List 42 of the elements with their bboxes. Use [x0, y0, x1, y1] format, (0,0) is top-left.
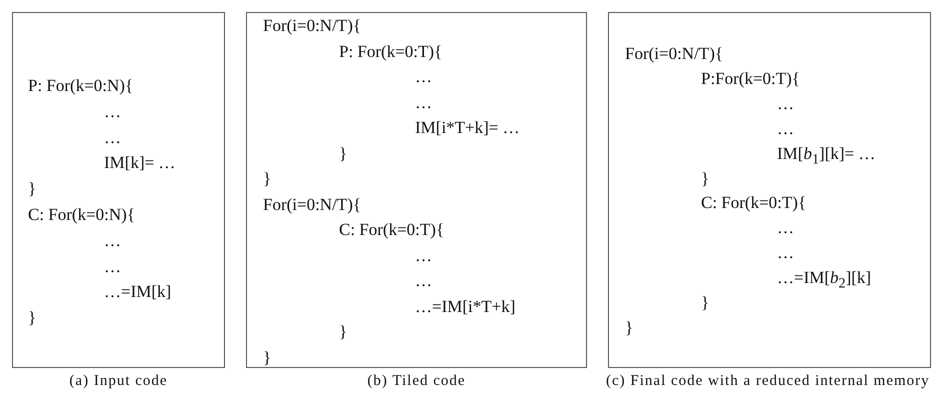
code-panel: [608, 12, 931, 368]
code-line: IM[k]= …: [104, 153, 176, 174]
code-line: …: [777, 218, 794, 238]
code-line: }: [701, 168, 710, 188]
code-line: For(i=0:N/T){: [263, 194, 362, 214]
code-line: For(i=0:N/T){: [263, 16, 362, 36]
code-line: P: For(k=0:T){: [339, 42, 442, 62]
code-line: C: For(k=0:N){: [28, 205, 135, 225]
code-line: …: [777, 94, 794, 114]
code-line: }: [263, 169, 272, 189]
code-line: …=IM[k]: [104, 282, 172, 302]
code-line: P:For(k=0:T){: [701, 68, 800, 89]
code-line: C: For(k=0:T){: [339, 220, 444, 240]
code-line: }: [28, 179, 36, 200]
code-line: }: [339, 322, 348, 342]
panel-label: (c) Final code with a reduced internal memory: [606, 372, 931, 391]
code-line: P: For(k=0:N){: [28, 76, 134, 96]
code-line: …=IM[i*T+k]: [415, 296, 516, 316]
code-line: …: [777, 243, 794, 264]
code-line: C: For(k=0:T){: [701, 193, 806, 214]
code-line: …: [415, 67, 432, 87]
code-line: }: [263, 348, 272, 368]
code-line: …: [415, 271, 432, 291]
code-line: …: [415, 246, 432, 266]
code-line: …=IM[b$_{2}$][k]: [777, 268, 872, 294]
code-line: IM[b$_{1}$][k]= …: [777, 144, 876, 169]
code-line: }: [625, 318, 634, 338]
code-line: …: [104, 230, 121, 251]
code-line: IM[i*T+k]= …: [415, 118, 520, 138]
code-line: }: [28, 308, 36, 328]
code-line: …: [104, 102, 121, 122]
code-line: }: [339, 144, 348, 164]
code-panel: [12, 12, 225, 368]
panel-label: (b) Tiled code: [366, 372, 467, 391]
code-line: …: [104, 256, 121, 277]
code-line: …: [415, 92, 432, 112]
code-panel: [246, 12, 587, 368]
code-line: …: [104, 128, 121, 148]
code-line: For(i=0:N/T){: [625, 44, 724, 64]
code-line: }: [701, 293, 710, 313]
code-line: …: [777, 118, 794, 139]
panel-label: (a) Input code: [68, 372, 169, 391]
